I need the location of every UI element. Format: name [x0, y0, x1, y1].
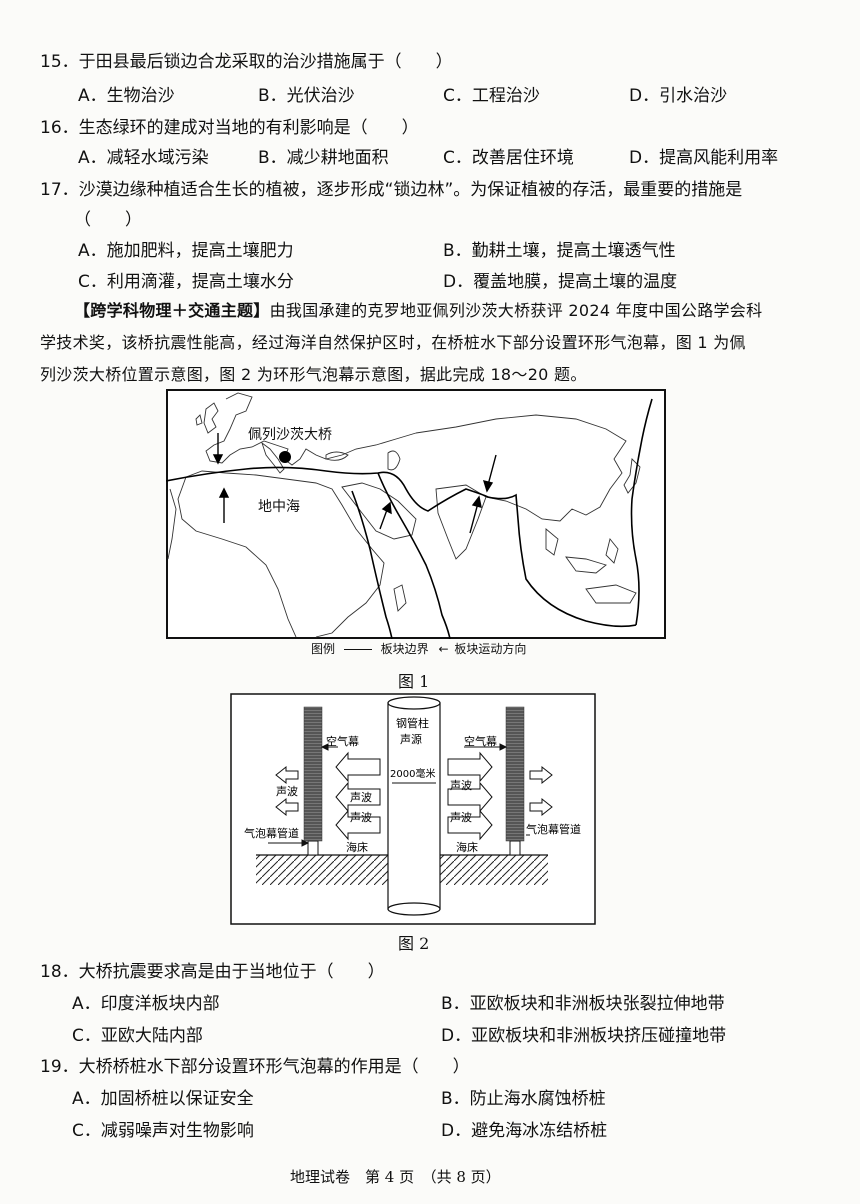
q18-option-b[interactable]: B．亚欧板块和非洲板块张裂拉伸地带: [441, 994, 725, 1014]
question-19-stem: 19．大桥桥桩水下部分设置环形气泡幕的作用是（ ）: [40, 1057, 470, 1077]
q18-option-a[interactable]: A．印度洋板块内部: [72, 994, 220, 1014]
bubble-pipe-right-box: [509, 840, 521, 856]
plate-boundaries: [166, 398, 653, 639]
air-curtain-left: [303, 706, 323, 842]
plate-motion-arrows: [212, 433, 497, 534]
sound-wave-inner-right-1: 声波: [450, 778, 472, 792]
intro-line-1-text: 由我国承建的克罗地亚佩列沙茨大桥获评 2024 年度中国公路学会科: [269, 301, 763, 320]
intro-line-3: 列沙茨大桥位置示意图，图 2 为环形气泡幕示意图，据此完成 18～20 题。: [40, 365, 587, 384]
q15-option-c[interactable]: C．工程治沙: [443, 86, 540, 106]
sound-wave-outer-label: 声波: [276, 784, 298, 798]
legend-boundary-swatch: [343, 649, 372, 650]
legend-arrow-icon: ←: [438, 642, 449, 656]
bridge-label: 佩列沙茨大桥: [248, 427, 332, 443]
q15-option-b[interactable]: B．光伏治沙: [258, 86, 355, 106]
q18-option-c[interactable]: C．亚欧大陆内部: [72, 1026, 203, 1046]
bubble-pipe-right-label: 气泡幕管道: [526, 822, 581, 836]
q16-option-b[interactable]: B．减少耕地面积: [258, 148, 389, 168]
legend-motion-label: 板块运动方向: [454, 642, 527, 656]
pipe-bottom: [387, 902, 441, 916]
pipe-top: [387, 696, 441, 710]
q16-option-a[interactable]: A．减轻水域污染: [78, 148, 209, 168]
air-curtain-left-label: 空气幕: [326, 734, 359, 748]
intro-line-1: 【跨学科物理＋交通主题】由我国承建的克罗地亚佩列沙茨大桥获评 2024 年度中国…: [74, 298, 762, 324]
steel-pipe-column: [387, 702, 441, 910]
map-frame: [166, 389, 666, 639]
figure-2-caption: 图 2: [398, 934, 430, 953]
bridge-location-dot: [279, 451, 291, 463]
q17-option-a[interactable]: A．施加肥料，提高土壤肥力: [78, 241, 294, 261]
figure-1-caption: 图 1: [398, 672, 430, 691]
question-17-stem: 17．沙漠边缘种植适合生长的植被，逐步形成“锁边林”。为保证植被的存活，最重要的…: [40, 180, 743, 200]
outer-sound-wave-arrows: [275, 765, 553, 817]
q15-option-d[interactable]: D．引水治沙: [629, 86, 728, 106]
sound-wave-inner-right-2: 声波: [450, 810, 472, 824]
q17-option-c[interactable]: C．利用滴灌，提高土壤水分: [78, 272, 294, 292]
seabed-right-label: 海床: [456, 840, 478, 854]
air-curtain-right: [505, 706, 525, 842]
figure-1-legend: 图例 板块边界 ← 板块运动方向: [311, 641, 526, 657]
seabed-left-label: 海床: [346, 840, 368, 854]
mediterranean-label: 地中海: [258, 499, 300, 515]
q15-option-a[interactable]: A．生物治沙: [78, 86, 175, 106]
figure-1-plate-map: 佩列沙茨大桥 地中海: [166, 389, 666, 639]
q16-option-d[interactable]: D．提高风能利用率: [629, 148, 779, 168]
intro-line-2: 学技术奖，该桥抗震性能高，经过海洋自然保护区时，在桥桩水下部分设置环形气泡幕，图…: [40, 333, 746, 352]
figure-2-bubble-curtain: 钢管柱 声源 2000毫米 空气幕 空气幕 声波 声波 声波 声波 声波 气泡幕…: [230, 693, 596, 925]
q17-option-b[interactable]: B．勤耕土壤，提高土壤透气性: [443, 241, 676, 261]
pipe-label-2: 声源: [400, 732, 422, 746]
bubble-pipe-left-box: [307, 840, 319, 856]
q19-option-a[interactable]: A．加固桥桩以保证安全: [72, 1089, 254, 1109]
air-curtain-pointers: [268, 743, 530, 847]
intro-heading: 【跨学科物理＋交通主题】: [74, 301, 270, 320]
diameter-label: 2000毫米: [390, 767, 435, 780]
q16-option-c[interactable]: C．改善居住环境: [443, 148, 574, 168]
q17-option-d[interactable]: D．覆盖地膜，提高土壤的温度: [443, 272, 678, 292]
coastlines: [167, 392, 641, 638]
page-footer: 地理试卷 第 4 页 （共 8 页）: [290, 1168, 501, 1186]
bubble-pipe-left-label: 气泡幕管道: [244, 826, 299, 840]
question-15-stem: 15．于田县最后锁边合龙采取的治沙措施属于（ ）: [40, 52, 453, 72]
q19-option-b[interactable]: B．防止海水腐蚀桥桩: [441, 1089, 606, 1109]
sound-wave-inner-left-1: 声波: [350, 790, 372, 804]
q19-option-d[interactable]: D．避免海冰冻结桥桩: [441, 1121, 608, 1141]
right-sound-wave-arrows: [447, 751, 493, 841]
pipe-label-1: 钢管柱: [396, 716, 429, 730]
q18-option-d[interactable]: D．亚欧板块和非洲板块挤压碰撞地带: [441, 1026, 727, 1046]
air-curtain-right-label: 空气幕: [464, 734, 497, 748]
question-17-stem-continued: （ ）: [74, 210, 142, 230]
q19-option-c[interactable]: C．减弱噪声对生物影响: [72, 1121, 254, 1141]
question-16-stem: 16．生态绿环的建成对当地的有利影响是（ ）: [40, 118, 419, 138]
left-sound-wave-arrows: [335, 751, 381, 841]
legend-prefix: 图例: [311, 642, 336, 656]
sound-wave-inner-left-2: 声波: [350, 810, 372, 824]
legend-boundary-label: 板块边界: [380, 642, 429, 656]
question-18-stem: 18．大桥抗震要求高是由于当地位于（ ）: [40, 962, 385, 982]
